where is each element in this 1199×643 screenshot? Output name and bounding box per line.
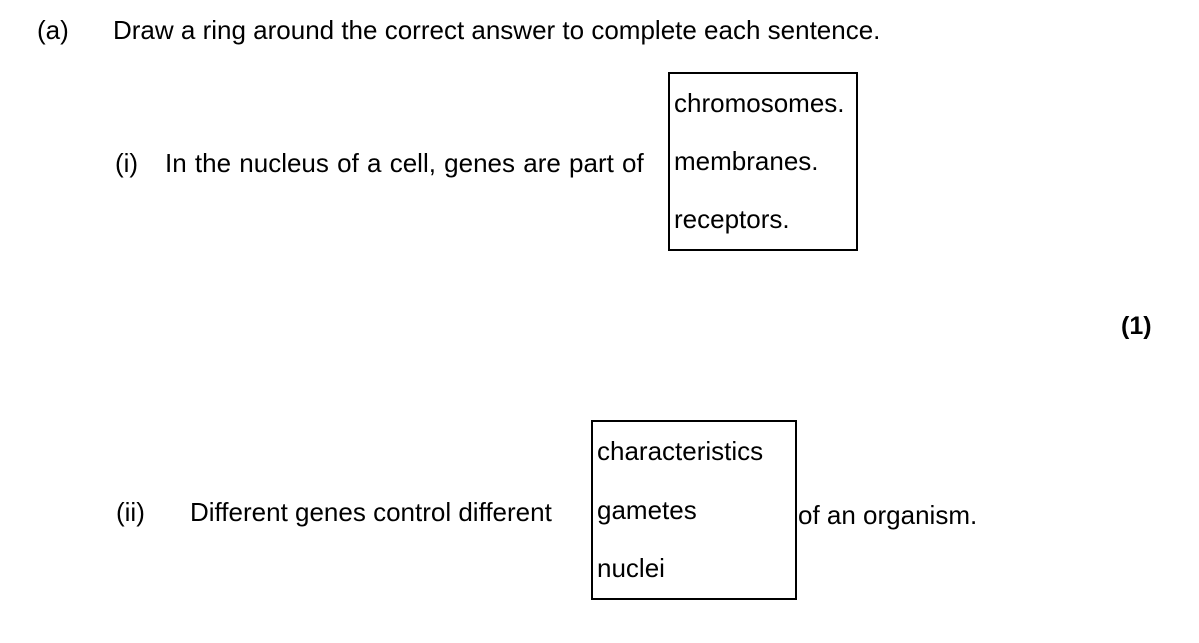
sub-question-ii-suffix: of an organism. xyxy=(798,500,978,530)
option-nuclei[interactable]: nuclei xyxy=(597,553,665,584)
option-chromosomes[interactable]: chromosomes. xyxy=(674,87,845,118)
option-characteristics[interactable]: characteristics xyxy=(597,435,764,466)
instruction-text: Draw a ring around the correct answer to… xyxy=(113,15,881,45)
sub-question-ii-label: (ii) xyxy=(116,497,145,527)
options-box-ii: characteristics gametes nuclei xyxy=(591,420,797,600)
option-receptors[interactable]: receptors. xyxy=(674,204,790,235)
marks-badge-i: (1) xyxy=(1121,312,1152,340)
option-membranes[interactable]: membranes. xyxy=(674,145,819,176)
part-a-label: (a) xyxy=(37,15,69,45)
sub-question-ii-stem: Different genes control different xyxy=(190,497,552,527)
sub-question-i-stem: In the nucleus of a cell, genes are part… xyxy=(165,148,644,178)
options-box-i: chromosomes. membranes. receptors. xyxy=(668,72,858,251)
sub-question-i-label: (i) xyxy=(115,148,139,178)
option-gametes[interactable]: gametes xyxy=(597,494,697,525)
